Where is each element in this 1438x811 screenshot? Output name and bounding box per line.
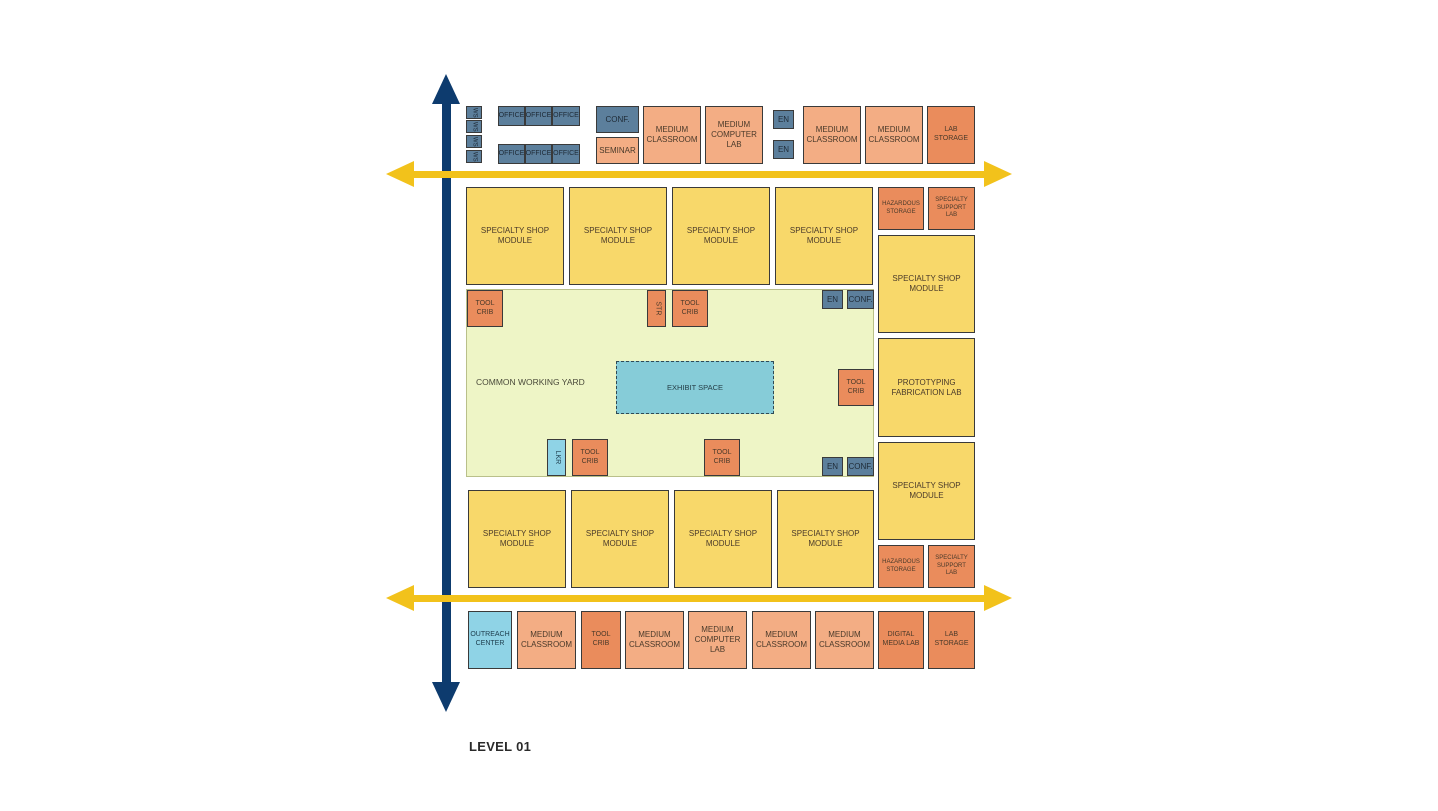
room-ws: WS xyxy=(466,150,482,163)
room-tool-crib: TOOL CRIB xyxy=(581,611,621,669)
room-office: OFFICE xyxy=(525,106,552,126)
room-office: OFFICE xyxy=(552,144,580,164)
room-ws: WS xyxy=(466,120,482,133)
room-prototyping-fabrication-lab: PROTOTYPING FABRICATION LAB xyxy=(878,338,975,437)
room-specialty-shop-module: SPECIALTY SHOP MODULE xyxy=(878,442,975,540)
room-outreach-center: OUTREACH CENTER xyxy=(468,611,512,669)
room-medium-computer-lab: MEDIUM COMPUTER LAB xyxy=(705,106,763,164)
room-medium-classroom: MEDIUM CLASSROOM xyxy=(803,106,861,164)
level-title: LEVEL 01 xyxy=(469,739,532,754)
room-en: EN xyxy=(773,110,794,129)
room-tool-crib: TOOL CRIB xyxy=(704,439,740,476)
room-specialty-shop-module: SPECIALTY SHOP MODULE xyxy=(571,490,669,588)
horizontal-circulation-arrow-bottom xyxy=(386,585,1012,611)
room-hazardous-storage: HAZARDOUS STORAGE xyxy=(878,545,924,588)
room-medium-classroom: MEDIUM CLASSROOM xyxy=(625,611,684,669)
room-seminar: SEMINAR xyxy=(596,137,639,164)
room-lab-storage: LAB STORAGE xyxy=(927,106,975,164)
room-medium-classroom: MEDIUM CLASSROOM xyxy=(815,611,874,669)
room-tool-crib: TOOL CRIB xyxy=(467,290,503,327)
room-specialty-shop-module: SPECIALTY SHOP MODULE xyxy=(569,187,667,285)
room-en: EN xyxy=(822,290,843,309)
room-specialty-shop-module: SPECIALTY SHOP MODULE xyxy=(468,490,566,588)
room-tool-crib: TOOL CRIB xyxy=(672,290,708,327)
room-specialty-support-lab: SPECIALTY SUPPORT LAB xyxy=(928,545,975,588)
room-en: EN xyxy=(773,140,794,159)
room-hazardous-storage: HAZARDOUS STORAGE xyxy=(878,187,924,230)
exhibit-space: EXHIBIT SPACE xyxy=(616,361,774,414)
room-office: OFFICE xyxy=(498,106,525,126)
room-conference: CONF. xyxy=(596,106,639,133)
room-en: EN xyxy=(822,457,843,476)
room-locker: LKR xyxy=(547,439,566,476)
room-office: OFFICE xyxy=(525,144,552,164)
vertical-circulation-arrow xyxy=(432,74,460,712)
room-specialty-shop-module: SPECIALTY SHOP MODULE xyxy=(672,187,770,285)
room-medium-classroom: MEDIUM CLASSROOM xyxy=(643,106,701,164)
horizontal-circulation-arrow-top xyxy=(386,161,1012,187)
room-office: OFFICE xyxy=(552,106,580,126)
room-tool-crib: TOOL CRIB xyxy=(572,439,608,476)
room-specialty-shop-module: SPECIALTY SHOP MODULE xyxy=(466,187,564,285)
room-office: OFFICE xyxy=(498,144,525,164)
room-ws: WS xyxy=(466,106,482,119)
room-lab-storage: LAB STORAGE xyxy=(928,611,975,669)
room-specialty-shop-module: SPECIALTY SHOP MODULE xyxy=(777,490,874,588)
room-tool-crib: TOOL CRIB xyxy=(838,369,874,406)
room-specialty-support-lab: SPECIALTY SUPPORT LAB xyxy=(928,187,975,230)
room-digital-media-lab: DIGITAL MEDIA LAB xyxy=(878,611,924,669)
room-specialty-shop-module: SPECIALTY SHOP MODULE xyxy=(878,235,975,333)
room-specialty-shop-module: SPECIALTY SHOP MODULE xyxy=(775,187,873,285)
room-medium-classroom: MEDIUM CLASSROOM xyxy=(865,106,923,164)
room-storage: STR xyxy=(647,290,666,327)
room-ws: WS xyxy=(466,135,482,148)
room-conference: CONF. xyxy=(847,290,874,309)
yard-label: COMMON WORKING YARD xyxy=(476,377,585,387)
room-medium-computer-lab: MEDIUM COMPUTER LAB xyxy=(688,611,747,669)
room-medium-classroom: MEDIUM CLASSROOM xyxy=(517,611,576,669)
room-medium-classroom: MEDIUM CLASSROOM xyxy=(752,611,811,669)
room-specialty-shop-module: SPECIALTY SHOP MODULE xyxy=(674,490,772,588)
room-conference: CONF. xyxy=(847,457,874,476)
